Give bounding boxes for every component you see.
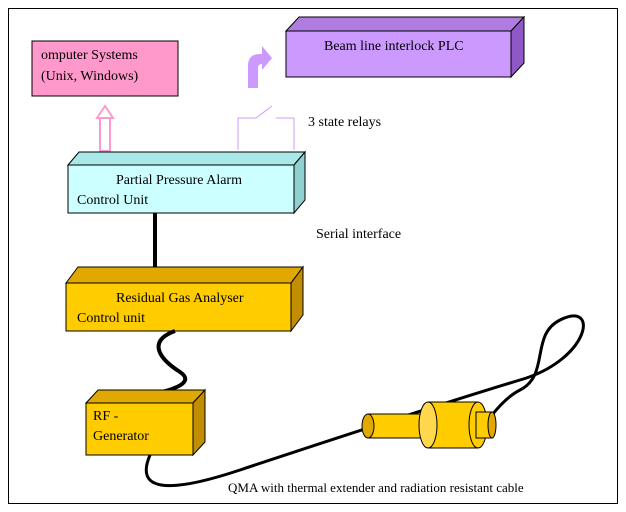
qma-cable: [144, 314, 585, 488]
rga-line2: Control unit: [77, 311, 146, 326]
computer-systems-line2: (Unix, Windows): [41, 69, 139, 84]
rga-box: [65, 265, 304, 333]
rga-rf-cable: [149, 329, 188, 396]
rga-line1: Residual Gas Analyser: [116, 291, 244, 306]
plc-label: Beam line interlock PLC: [324, 39, 464, 54]
computer-systems-line1: omputer Systems: [41, 48, 138, 63]
qma-sensor: [361, 401, 497, 449]
ppa-line2: Control Unit: [77, 193, 149, 208]
computer-arrow: [95, 104, 115, 152]
serial-interface-label: Serial interface: [316, 227, 402, 242]
plc-arrow: [248, 46, 272, 88]
ppa-box: [66, 150, 307, 215]
rf-line2: Generator: [93, 429, 149, 444]
plc-box: [284, 15, 526, 79]
rf-line1: RF -: [93, 409, 119, 424]
relays-label: 3 state relays: [308, 115, 382, 130]
qma-label: QMA with thermal extender and radiation …: [228, 480, 524, 495]
relay-symbol: [237, 105, 295, 150]
computer-systems-box: [31, 40, 179, 97]
ppa-line1: Partial Pressure Alarm: [116, 173, 242, 188]
rf-box: [84, 388, 207, 457]
